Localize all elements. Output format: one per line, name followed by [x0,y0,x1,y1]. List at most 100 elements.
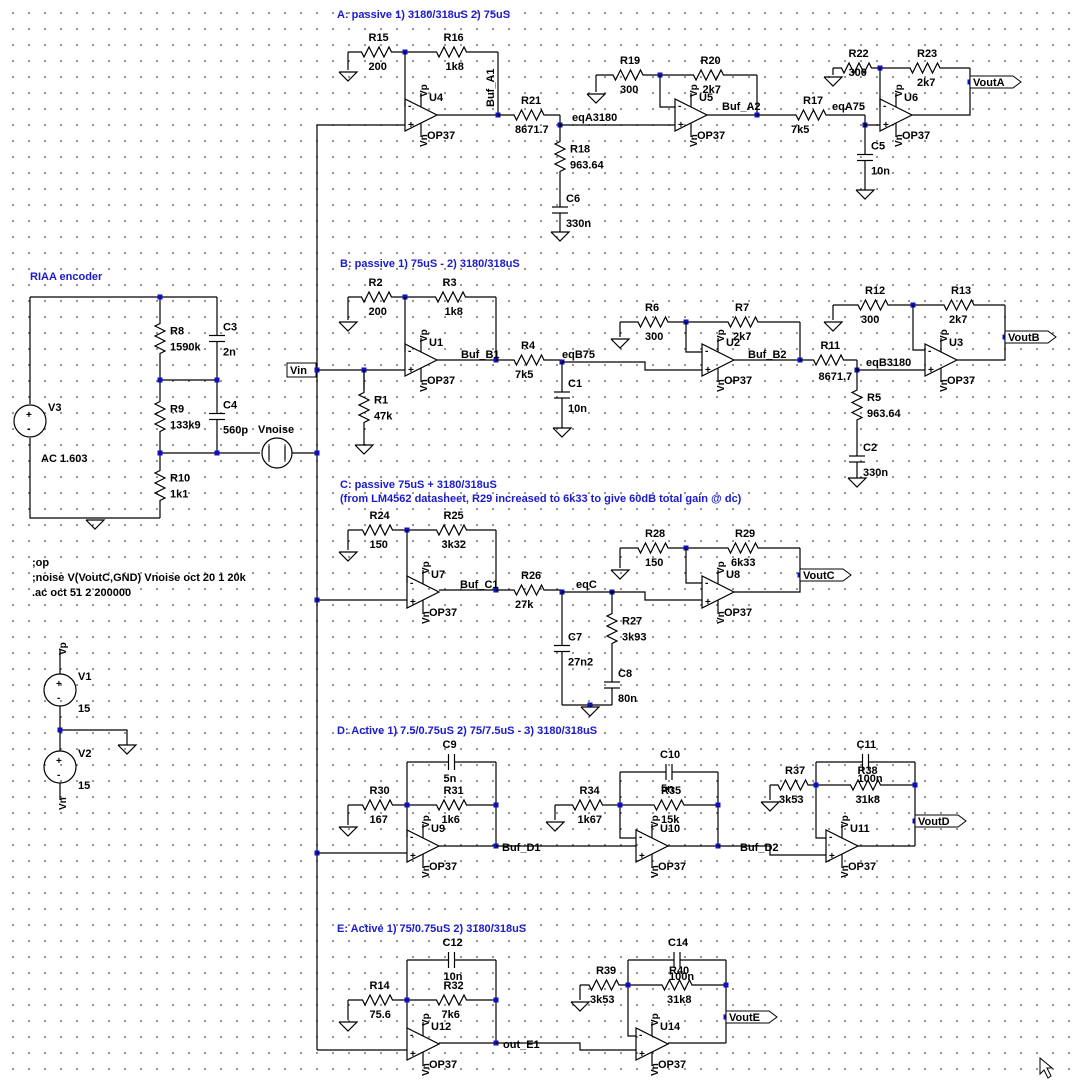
voltage-source-Vnoise[interactable]: Vnoise [258,424,294,469]
ground-symbol [354,444,375,455]
svg-text:-: - [408,101,411,112]
net-eqC: eqC [576,579,597,591]
source-name: V2 [78,748,91,760]
net-Buf_D1: Buf_D1 [502,842,541,854]
net-label-VoutE[interactable]: VoutE [725,1010,778,1024]
svg-text:-: - [639,832,642,843]
vp-net-label: Vp [58,642,69,655]
net-label-text: VoutB [1008,332,1040,344]
ground-symbol [610,569,631,580]
net-label-Vin[interactable]: Vin [286,362,317,378]
net-label-text: VoutC [803,570,835,582]
net-label-VoutC[interactable]: VoutC [799,568,852,582]
net-label-VoutD[interactable]: VoutD [914,814,967,828]
source-value: 15 [78,780,90,792]
resistor-name: R21 [521,95,541,107]
capacitor-name: C1 [568,378,582,390]
net-label-VoutB[interactable]: VoutB [1004,330,1057,344]
ground-symbol [586,93,607,104]
voltage-source-V3[interactable]: +-V3 [13,402,61,438]
resistor-name: R38 [858,765,878,777]
resistor-name: R12 [865,285,885,297]
spice-directive[interactable]: ;noise V(VoutC,GND) Vnoise oct 20 1 20k [32,572,247,584]
svg-text:+: + [705,365,711,376]
opamp-model: OP37 [947,375,975,387]
spice-directive[interactable]: .ac oct 51 2 200000 [32,587,131,599]
resistor-value: 6k33 [731,557,755,569]
net-label-VoutA[interactable]: VoutA [969,75,1022,89]
junction-dot [404,997,410,1003]
resistor-name: R34 [580,785,601,797]
vn-pin-label: Vn [650,1063,661,1076]
spice-directive[interactable]: ;op [32,557,49,569]
